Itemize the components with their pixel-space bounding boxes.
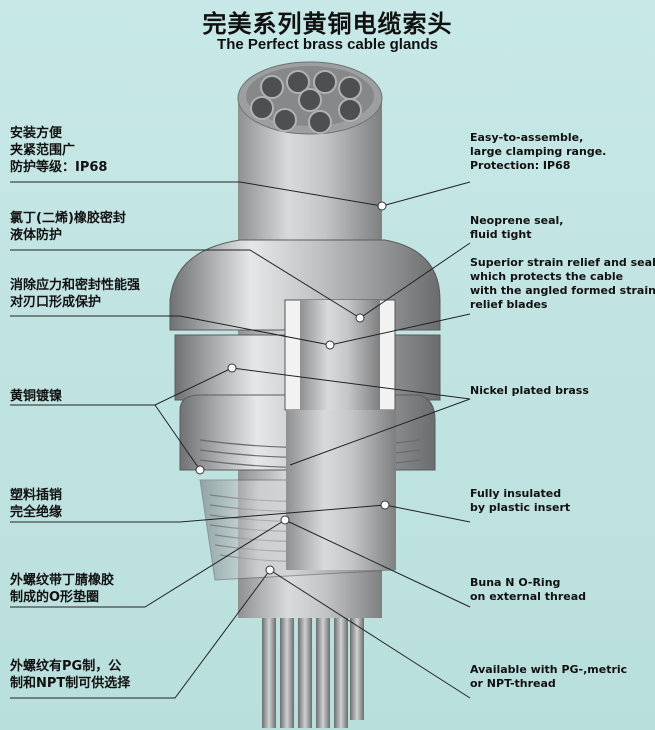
gland-body bbox=[169, 239, 441, 581]
left-label-3: 消除应力和密封性能强对刃口形成保护 bbox=[10, 278, 141, 310]
left-label-2: 氯丁(二烯)橡胶密封液体防护 bbox=[10, 211, 126, 243]
left-label-1: 安装方便夹紧范围广防护等级：IP68 bbox=[10, 126, 108, 175]
title-chinese: 完美系列黄铜电缆索头 bbox=[202, 10, 453, 38]
right-label-4: Nickel plated brass bbox=[470, 384, 589, 397]
leader-lines bbox=[10, 181, 471, 699]
title-english: The Perfect brass cable glands bbox=[217, 36, 438, 53]
left-label-7: 外螺纹有PG制，公制和NPT制可供选择 bbox=[10, 659, 131, 691]
right-label-1: Easy-to-assemble,large clamping range.Pr… bbox=[470, 131, 607, 172]
left-label-6: 外螺纹带丁腈橡胶制成的O形垫圈 bbox=[10, 573, 115, 605]
right-label-2: Neoprene seal,fluid tight bbox=[470, 214, 564, 241]
left-label-5: 塑料插销完全绝缘 bbox=[10, 488, 63, 520]
left-label-4: 黄铜镀镍 bbox=[10, 389, 63, 404]
wire-bundle bbox=[262, 600, 364, 728]
callout-dots bbox=[195, 201, 390, 575]
